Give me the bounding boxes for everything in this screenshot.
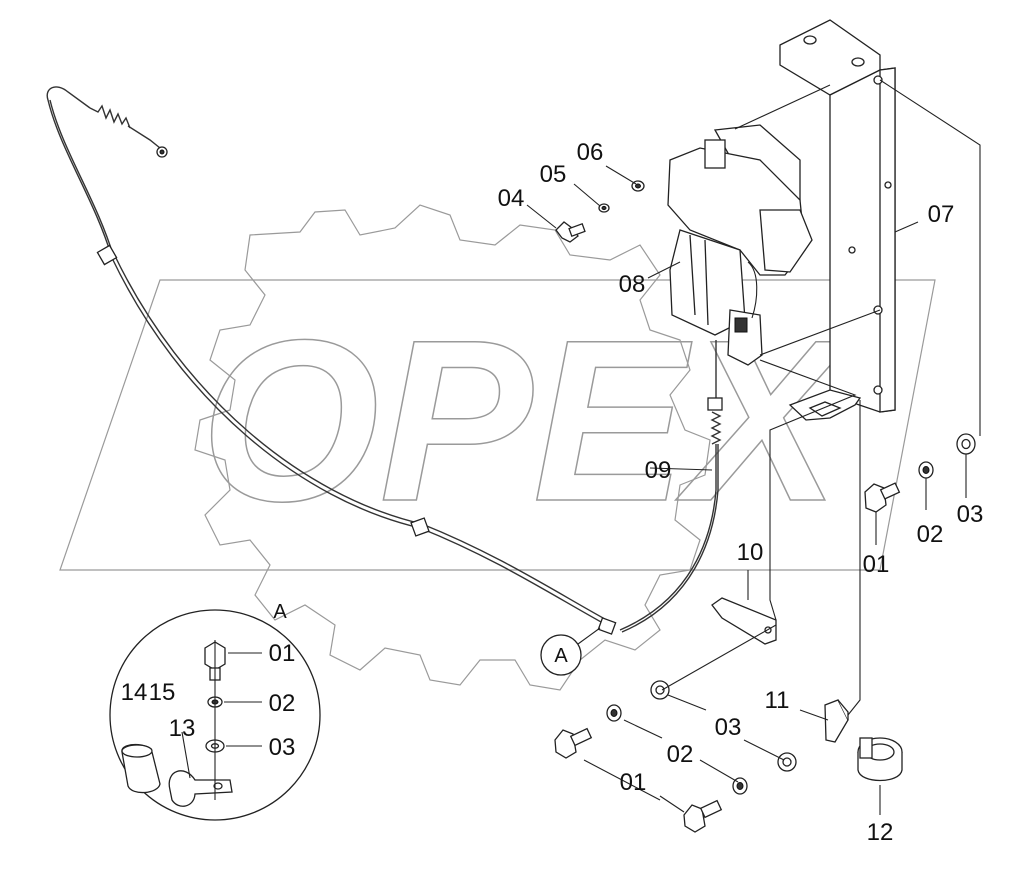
label-02-detail: 02 (269, 690, 296, 717)
label-03-detail: 03 (269, 734, 296, 761)
label-12: 12 (867, 819, 894, 846)
label-10: 10 (737, 539, 764, 566)
short-cable-09 (619, 340, 723, 633)
opex-watermark: OPEX (59, 204, 936, 691)
label-15: 15 (149, 679, 176, 706)
label-14: 14 (121, 679, 148, 706)
detail-a-callout-text: A (554, 645, 568, 667)
throttle-cable (46, 86, 617, 635)
label-09: 09 (645, 457, 672, 484)
callout-labels: 04 05 06 07 08 09 10 11 12 01 02 03 01 0… (121, 139, 984, 846)
detail-a (109, 609, 321, 821)
label-03-main: 03 (957, 501, 984, 528)
gear-outline (194, 204, 711, 691)
hardware-01-02-03-lower (554, 680, 797, 833)
detail-a-circle (109, 609, 321, 821)
clamp-12 (857, 737, 903, 782)
label-11: 11 (765, 687, 790, 714)
detail-a-callout: A (540, 627, 601, 676)
label-01-main: 01 (863, 551, 890, 578)
label-03-low: 03 (715, 714, 742, 741)
clip-10 (711, 597, 777, 645)
label-02-low: 02 (667, 741, 694, 768)
label-05: 05 (540, 161, 567, 188)
label-01-low: 01 (620, 769, 647, 796)
detail-a-letter: A (273, 601, 287, 623)
label-07: 07 (928, 201, 955, 228)
bracket-11 (824, 699, 849, 743)
actuator-08 (667, 124, 813, 366)
label-08: 08 (619, 271, 646, 298)
label-02-main: 02 (917, 521, 944, 548)
leader-lines (181, 79, 981, 815)
hardware-04-05-06 (555, 180, 645, 243)
label-01-detail: 01 (269, 640, 296, 667)
hardware-01-02-03-upper (864, 433, 976, 513)
label-06: 06 (577, 139, 604, 166)
label-04: 04 (498, 185, 525, 212)
bracket-07 (779, 19, 896, 421)
label-13: 13 (169, 715, 196, 742)
